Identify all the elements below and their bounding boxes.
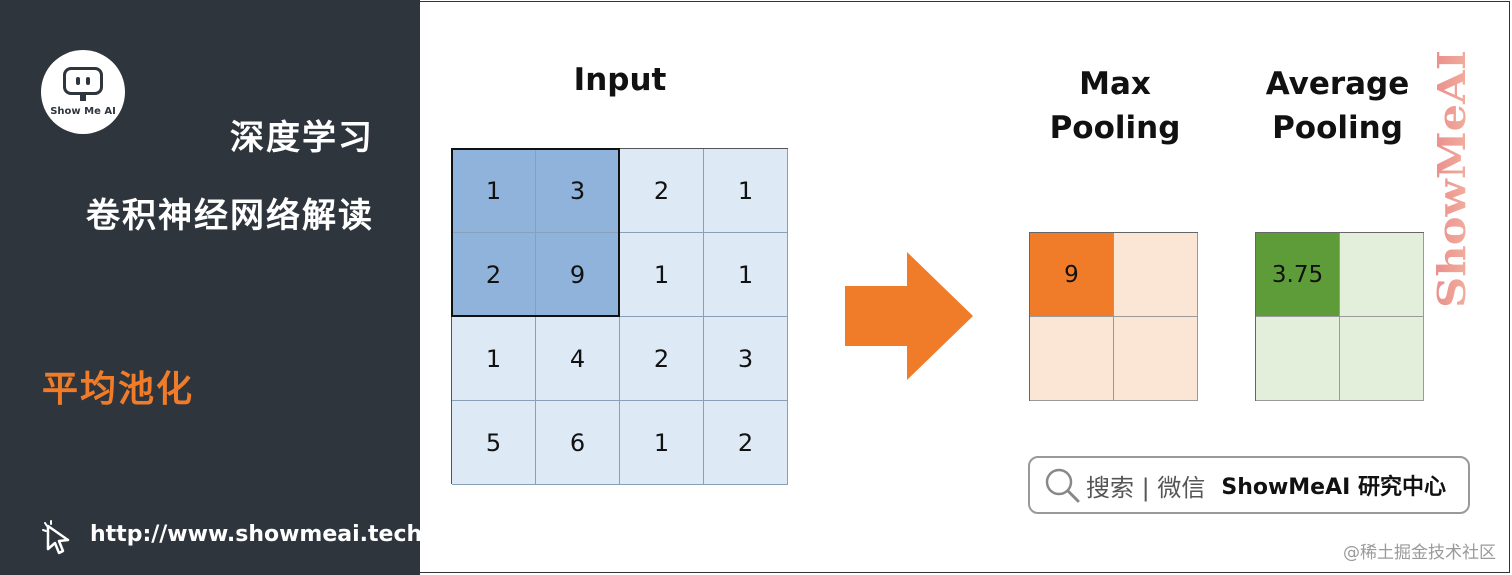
avg-title-line1: Average	[1265, 66, 1410, 102]
average-pooling-output: 3.75	[1255, 232, 1424, 401]
input-cell: 1	[620, 233, 704, 317]
showmeai-vertical-watermark: ShowMeAI	[1432, 50, 1472, 308]
input-title: Input	[573, 62, 667, 98]
max-output-cell	[1114, 233, 1198, 317]
avg-output-cell	[1340, 233, 1424, 317]
max-title-line1: Max	[1079, 66, 1151, 102]
input-cell: 1	[452, 317, 536, 401]
sidebar: Show Me AI 深度学习 卷积神经网络解读 平均池化 http://www…	[0, 0, 430, 575]
robot-icon	[63, 67, 103, 95]
max-pooling-output: 9	[1029, 232, 1198, 401]
input-cell: 3	[704, 317, 788, 401]
subtitle-cnn: 卷积神经网络解读	[86, 196, 374, 236]
max-output-cell	[1030, 317, 1114, 401]
cursor-click-icon	[42, 520, 70, 555]
input-cell: 2	[620, 149, 704, 233]
input-cell: 4	[536, 317, 620, 401]
arrow-right-icon	[845, 252, 973, 380]
input-cell: 1	[452, 149, 536, 233]
input-cell: 3	[536, 149, 620, 233]
content-frame	[420, 1, 1510, 573]
topic-title: 平均池化	[42, 369, 195, 410]
search-icon	[1045, 468, 1080, 503]
input-cell: 5	[452, 401, 536, 485]
max-output-cell	[1114, 317, 1198, 401]
input-cell: 2	[704, 401, 788, 485]
average-pooling-title: Average Pooling	[1245, 62, 1430, 150]
logo-text: Show Me AI	[50, 106, 116, 117]
avg-output-cell	[1340, 317, 1424, 401]
showmeai-logo: Show Me AI	[41, 50, 125, 134]
avg-output-cell	[1256, 317, 1340, 401]
max-output-cell: 9	[1030, 233, 1114, 317]
avg-title-line2: Pooling	[1272, 110, 1403, 146]
website-link[interactable]: http://www.showmeai.tech/	[90, 522, 431, 547]
watermark-text: ShowMeAI	[1432, 50, 1472, 308]
input-cell: 2	[452, 233, 536, 317]
juejin-credit: @稀土掘金技术社区	[1343, 543, 1496, 563]
input-cell: 9	[536, 233, 620, 317]
input-cell: 1	[704, 149, 788, 233]
max-pooling-title: Max Pooling	[1025, 62, 1205, 150]
search-label: 搜索 | 微信	[1086, 473, 1206, 502]
avg-output-cell: 3.75	[1256, 233, 1340, 317]
subtitle-deep-learning: 深度学习	[230, 118, 374, 158]
search-brand: ShowMeAI 研究中心	[1221, 475, 1446, 500]
input-cell: 6	[536, 401, 620, 485]
input-cell: 1	[704, 233, 788, 317]
input-cell: 1	[620, 401, 704, 485]
input-cell: 2	[620, 317, 704, 401]
search-box[interactable]: 搜索 | 微信 ShowMeAI 研究中心	[1028, 456, 1470, 514]
max-title-line2: Pooling	[1049, 110, 1181, 146]
